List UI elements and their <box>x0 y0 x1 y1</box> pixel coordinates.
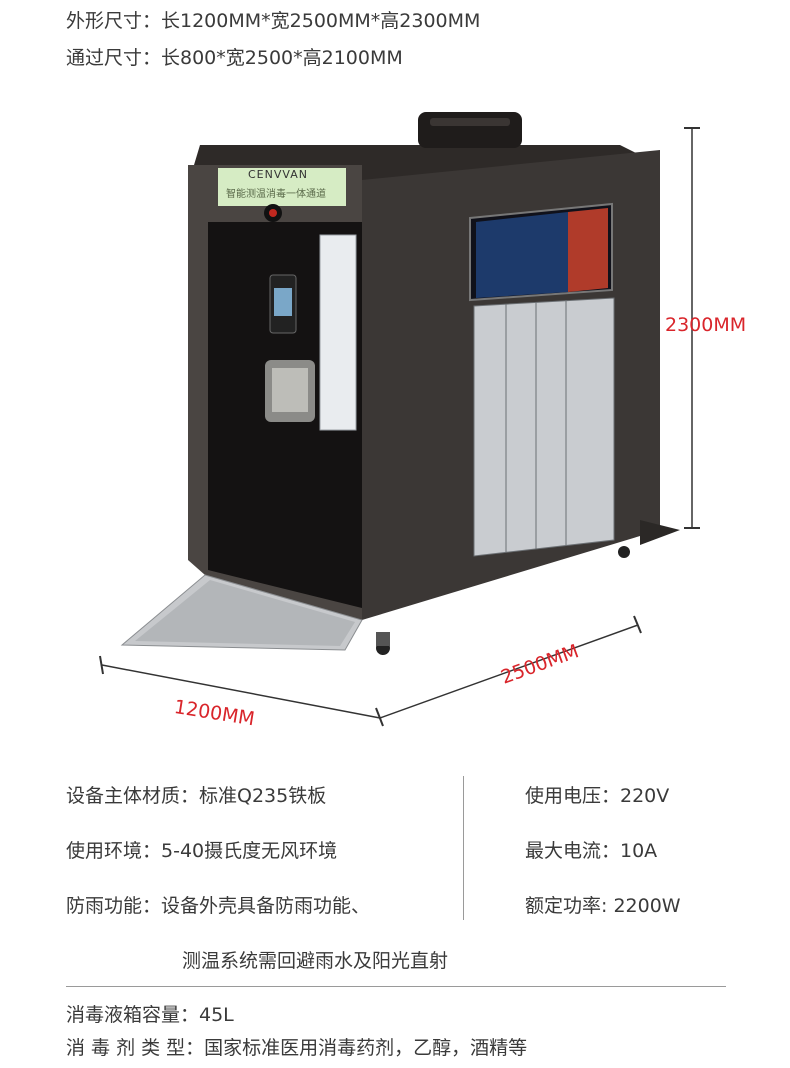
spec-rainproof-note: 测温系统需回避雨水及阳光直射 <box>182 950 449 972</box>
outer-size-text: 外形尺寸：长1200MM*宽2500MM*高2300MM <box>66 10 481 32</box>
roof-unit <box>418 112 522 148</box>
sign-caption: 智能测温消毒一体通道 <box>226 189 326 200</box>
spec-voltage: 使用电压：220V <box>525 785 670 807</box>
face-terminal-screen <box>274 288 292 316</box>
spec-current: 最大电流：10A <box>525 840 658 862</box>
height-dimension-label: 2300MM <box>665 314 747 336</box>
spec-divider-horizontal <box>66 986 726 987</box>
spec-rainproof: 防雨功能：设备外壳具备防雨功能、 <box>66 895 371 917</box>
spec-divider-vertical <box>463 776 464 920</box>
spec-material: 设备主体材质：标准Q235铁板 <box>66 785 327 807</box>
spec-power: 额定功率: 2200W <box>525 895 681 917</box>
brand-logo: CENVVAN <box>248 168 308 181</box>
pass-size-text: 通过尺寸：长800*宽2500*高2100MM <box>66 47 403 69</box>
disinfection-channel-illustration <box>99 112 700 727</box>
glass-panel <box>319 234 357 431</box>
spec-tank-capacity: 消毒液箱容量：45L <box>66 1004 234 1026</box>
spec-environment: 使用环境：5-40摄氏度无风环境 <box>66 840 338 862</box>
sign-panel <box>218 168 346 206</box>
side-doors <box>473 297 615 557</box>
spec-disinfectant-type: 消 毒 剂 类 型：国家标准医用消毒药剂，乙醇，酒精等 <box>66 1037 528 1059</box>
